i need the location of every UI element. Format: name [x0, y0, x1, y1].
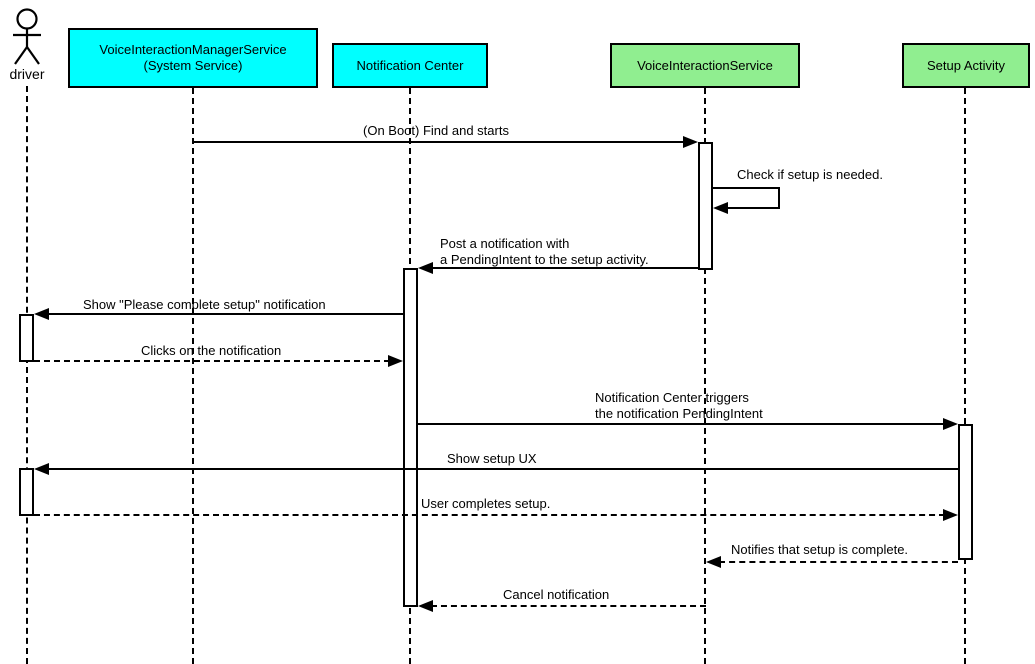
message-line-cancel-notification: [431, 605, 706, 607]
message-label-clicks-notification: Clicks on the notification: [141, 343, 282, 358]
arrowhead-icon: [34, 463, 49, 475]
message-line-check-setup-bottom: [726, 207, 780, 209]
actor-driver-label: driver: [9, 66, 45, 82]
message-label-check-setup-needed: Check if setup is needed.: [737, 167, 883, 182]
message-line-notifies-setup-complete: [719, 561, 958, 563]
activation-driver-2: [19, 468, 34, 516]
activation-setup-activity: [958, 424, 973, 560]
message-label-post-notification: Post a notification with a PendingIntent…: [440, 236, 649, 267]
activation-voice-interaction-service: [698, 142, 713, 270]
message-line-show-setup-ux: [47, 468, 958, 470]
message-line-post-notification: [431, 267, 698, 269]
message-label-triggers-pendingintent: Notification Center triggers the notific…: [595, 390, 763, 421]
message-line-check-setup-side: [778, 187, 780, 209]
arrowhead-icon: [713, 202, 728, 214]
lifeline-driver: [26, 86, 28, 664]
participant-box-notification-center: Notification Center: [332, 43, 488, 88]
message-line-user-completes-setup: [34, 514, 945, 516]
message-line-triggers-pendingintent: [418, 423, 945, 425]
arrowhead-icon: [706, 556, 721, 568]
actor-driver-icon: [13, 8, 41, 65]
lifeline-voice-interaction-manager-service: [192, 88, 194, 664]
arrowhead-icon: [683, 136, 698, 148]
arrowhead-icon: [418, 262, 433, 274]
arrowhead-icon: [943, 418, 958, 430]
message-label-show-setup-ux: Show setup UX: [447, 451, 537, 466]
message-label-cancel-notification: Cancel notification: [503, 587, 610, 602]
lifeline-voice-interaction-service: [704, 88, 706, 664]
arrowhead-icon: [34, 308, 49, 320]
message-line-show-complete-setup-notification: [47, 313, 403, 315]
message-line-clicks-notification: [34, 360, 390, 362]
participant-box-setup-activity: Setup Activity: [902, 43, 1030, 88]
activation-driver-1: [19, 314, 34, 362]
message-line-check-setup-top: [713, 187, 780, 189]
message-label-on-boot-find-and-starts: (On Boot) Find and starts: [363, 123, 509, 138]
activation-notification-center: [403, 268, 418, 607]
message-label-show-complete-setup-notification: Show "Please complete setup" notificatio…: [83, 297, 326, 312]
arrowhead-icon: [388, 355, 403, 367]
message-label-notifies-setup-complete: Notifies that setup is complete.: [731, 542, 909, 557]
message-label-user-completes-setup: User completes setup.: [421, 496, 551, 511]
participant-box-voice-interaction-manager-service: VoiceInteractionManagerService (System S…: [68, 28, 318, 88]
lifeline-setup-activity: [964, 88, 966, 664]
arrowhead-icon: [418, 600, 433, 612]
participant-box-voice-interaction-service: VoiceInteractionService: [610, 43, 800, 88]
arrowhead-icon: [943, 509, 958, 521]
message-line-on-boot-find-and-starts: [193, 141, 685, 143]
